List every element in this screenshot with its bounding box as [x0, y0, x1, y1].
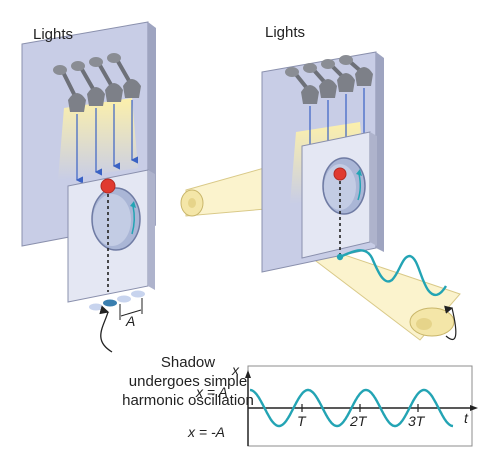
graph-x-axis-label: t	[464, 410, 468, 426]
graph-y-axis-label: x	[232, 362, 239, 378]
caption-pointer-arrow	[99, 305, 113, 353]
left-lights-label: Lights	[33, 26, 74, 43]
bulb-icon	[89, 57, 123, 102]
bulb-icon	[339, 55, 373, 86]
bulb-icon	[303, 63, 337, 98]
right-light-bulb-icons	[285, 55, 373, 104]
rotation-arrow-icon	[356, 169, 362, 176]
graph-wave-curve	[249, 388, 454, 428]
bulb-icon	[71, 61, 105, 106]
amplitude-marker	[119, 298, 143, 320]
shadow-caption: Shadow undergoes simple harmonic oscilla…	[88, 353, 288, 410]
left-light-rays	[75, 100, 138, 184]
graph-upper-level-label: x = A	[196, 384, 228, 400]
graph-tick-label: T	[297, 413, 306, 429]
paper-wave-trace	[339, 249, 448, 297]
caption-line: undergoes simple	[128, 373, 248, 390]
graph-lower-level-label: x = -A	[188, 424, 225, 440]
bulb-icon	[285, 67, 319, 104]
caption-line: harmonic oscillation	[122, 392, 254, 409]
right-ball	[333, 167, 347, 181]
left-lamp-glow	[58, 98, 138, 180]
rotation-arrow-icon	[130, 201, 136, 208]
graph-ticks	[301, 404, 419, 412]
shadow-positions	[89, 290, 145, 311]
bulb-icon	[107, 53, 141, 98]
displacement-time-graph	[245, 365, 478, 447]
graph-tick-label: 3T	[408, 413, 425, 429]
right-assembly	[180, 51, 461, 341]
amplitude-label: A	[126, 313, 136, 329]
graph-tick-label: 2T	[350, 413, 367, 429]
bulb-icon	[53, 65, 86, 112]
caption-line: Shadow	[160, 354, 216, 371]
right-rotating-wheel	[322, 157, 366, 215]
left-ball	[100, 178, 116, 194]
left-light-bulb-icons	[53, 53, 141, 112]
left-rotating-wheel	[91, 187, 141, 251]
right-lights-label: Lights	[265, 24, 306, 41]
roller-rotation-arrow-icon	[444, 305, 457, 341]
left-assembly	[21, 21, 156, 353]
bulb-icon	[321, 59, 355, 92]
